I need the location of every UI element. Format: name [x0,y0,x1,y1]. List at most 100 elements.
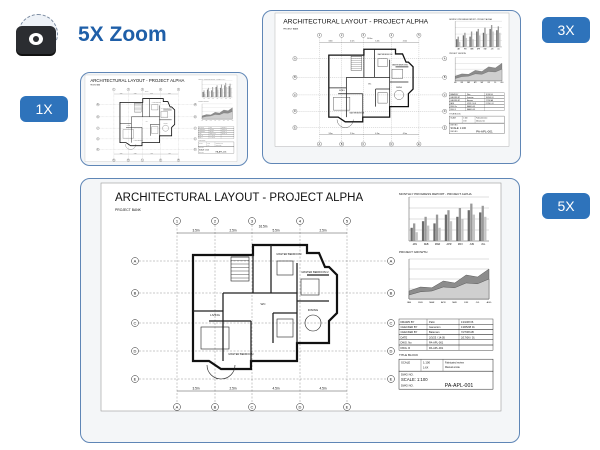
title-block-value: PA-APL-001 [429,341,444,345]
chart2-x-tick: FEB [461,82,464,84]
dimension-bottom: 4.5m [150,152,153,154]
room-label-master-small: MASTER BEDROOM [229,352,254,356]
title-block-key: CHECKED BY [450,100,460,102]
chart1-bar [410,227,413,241]
chart1-bar [217,89,219,98]
chart1-bar [467,210,470,241]
grid-letter-left: B [97,116,98,118]
chart1-bar [465,37,468,47]
chart1-bar [449,221,453,241]
dwg-number-code: PA-APL-001 [476,129,493,133]
chart1-x-tick: JUL [229,98,231,100]
chart1-x-tick: JUL [481,243,486,246]
grid-bubble-right [387,347,395,355]
zoom-badge-5x[interactable]: 5X [542,193,590,219]
bay-window-arc [206,364,236,380]
grid-letter-right: C [444,95,446,97]
chart2-area-series [455,68,503,81]
chart1-bar [456,216,459,241]
dining-table [162,125,169,132]
chart1-bar [485,34,488,47]
grid-letter-bottom: D [299,405,302,410]
room-label-wc: WC [146,120,148,122]
grid-letter-right: C [390,321,393,326]
chart1-bar [464,32,466,47]
title-block-key: DWG. No [401,341,413,345]
title-block-value: PA-APL-001 [429,346,444,350]
drawing-title: ARCHITECTURAL LAYOUT - PROJECT ALPHA [90,78,184,83]
zoom-key-icon [14,14,60,54]
title-block-note: 13/05/08 01 [486,97,494,99]
grid-letter-left: D [294,111,296,113]
chart1-bar [435,214,439,241]
dwg-number-code: PA-APL-001 [216,151,227,154]
grid-bubble-left [96,103,100,107]
chart1-bar [216,85,218,98]
chart1-x-tick: JUN [491,48,494,50]
drawing-sheet-group: ARCHITECTURAL LAYOUT - PROJECT ALPHAPROJ… [84,74,238,162]
grid-bubble-left [292,75,298,80]
grid-bubble-top [173,217,181,225]
title-block-value: Gamerion [429,325,441,329]
dwg-no-label-2: DWG NO. [401,384,414,388]
dwg-no-label-2: DWG NO. [199,151,204,153]
title-block-value: Bateman [467,99,473,102]
chart1-bar [447,210,450,241]
chart1-bar [211,90,213,98]
grid-bubble-left [131,319,139,327]
title-block-key: DRAWN BY [401,320,415,324]
scale-size: 1:6X [463,121,466,123]
grid-bubble-right [387,375,395,383]
drawing-subtitle: PROJECT BANK [283,27,299,30]
chart1-bar [458,208,462,241]
title-block-key: CHECKED BY [450,97,460,99]
grid-bubble-top [177,88,180,91]
chart2-x-tick: JAN [454,81,456,84]
grid-letter-right: D [444,111,446,113]
dwg-no-label-2: DWG NO. [451,131,459,133]
chart1-bar [496,30,498,47]
chart1-bar [220,84,222,98]
title-block-key: CHECKED BY [199,129,206,131]
chart1-bar [444,214,448,241]
grid-bubble-bottom [177,158,180,162]
sofa-furniture [151,126,159,134]
drawing-sheet-3x: ARCHITECTURAL LAYOUT - PROJECT ALPHAPROJ… [274,12,510,147]
chart1-bar [479,35,481,47]
grid-letter-left: C [134,321,137,326]
grid-bubble-bottom [173,403,181,411]
grid-bubble-left [96,148,100,151]
zoom-badge-3x[interactable]: 3X [542,17,590,43]
chart1-bar [438,227,441,241]
chart1-bar [499,32,501,47]
scale-value: 1:100 [463,118,467,120]
grid-letter-left: C [294,95,296,97]
title-block-key: CHECKED BY [401,330,418,334]
grid-letter-left: C [97,128,99,130]
zoom-badge-1x[interactable]: 1X [20,96,68,122]
chart1-bar [479,212,482,241]
dimension-top: 5.5m [272,229,279,233]
dining-table [304,314,322,332]
title-block-value: PA-APL-001 [467,108,475,111]
title-block-key: DWG. R [401,346,411,350]
chart2-x-tick: FEB [418,302,423,304]
grid-bubble-bottom [112,158,116,162]
chart1-bar [490,25,493,47]
chart1-bar [433,223,436,241]
scale-text: SCALE: 1:100 [451,127,467,130]
building-outline [119,98,176,147]
chart2-x-tick: AUG [487,301,492,304]
grid-number-top: 4 [160,89,161,91]
chart1-bar [421,221,425,241]
staircase [350,56,362,71]
grid-bubble-bottom [140,158,144,162]
staircase [230,256,250,282]
drawing-sheet-group: ARCHITECTURAL LAYOUT - PROJECT ALPHAPROJ… [100,182,502,412]
grid-number-top: 3 [142,89,143,91]
chart2-x-tick: FEB [206,120,208,122]
